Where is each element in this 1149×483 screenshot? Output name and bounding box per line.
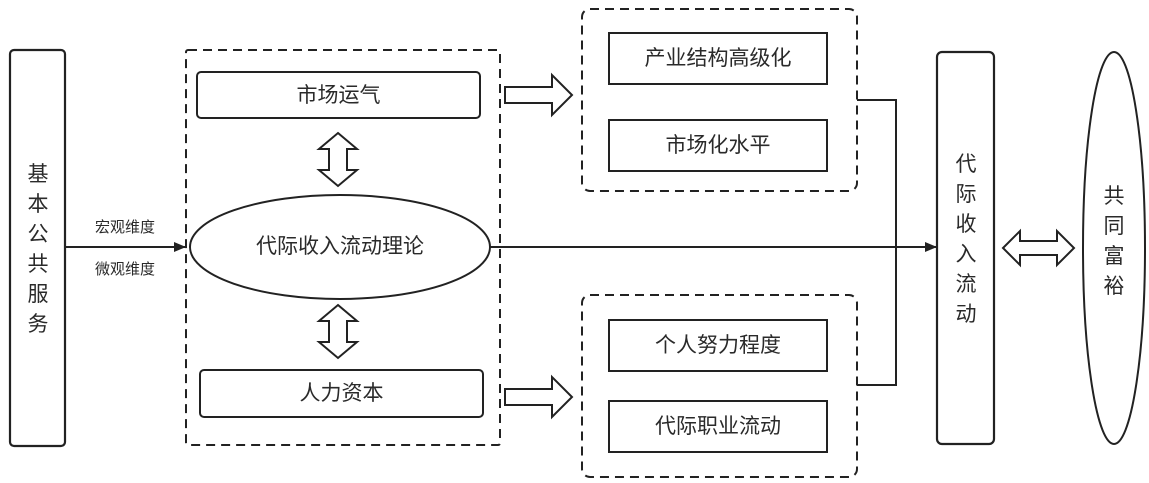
- char: 收: [955, 212, 977, 236]
- char: 本: [27, 192, 49, 216]
- hollow-arrow-lower: [504, 374, 574, 420]
- char: 同: [1103, 214, 1125, 238]
- personal-effort-box: [608, 319, 828, 372]
- industrial-upgrade-label: 产业结构高级化: [644, 46, 792, 70]
- char: 代: [955, 152, 977, 176]
- common-prosperity-ellipse: [1082, 51, 1146, 445]
- char: 入: [955, 242, 977, 266]
- double-arrow-horizontal: [1001, 228, 1076, 268]
- char: 共: [27, 252, 49, 276]
- occupational-mobility-label: 代际职业流动: [655, 414, 781, 438]
- human-capital-box: [199, 369, 484, 418]
- theory-group-dashed-frame: [185, 49, 501, 446]
- human-capital-label: 人力资本: [299, 381, 384, 405]
- personal-effort-label: 个人努力程度: [655, 333, 781, 357]
- edge-label-macro: 宏观维度: [94, 218, 155, 236]
- char: 共: [1103, 184, 1125, 208]
- char: 裕: [1103, 274, 1125, 298]
- industrial-upgrade-box: [608, 32, 828, 85]
- occupational-mobility-box: [608, 400, 828, 453]
- intergenerational-income-mobility-label: 代 际 收 入 流 动: [951, 149, 981, 329]
- char: 流: [955, 272, 977, 296]
- char: 基: [27, 162, 49, 186]
- theory-label: 代际收入流动理论: [256, 234, 424, 258]
- market-luck-box: [196, 71, 481, 119]
- double-arrow-top: [316, 131, 360, 188]
- market-luck-label: 市场运气: [296, 83, 381, 107]
- char: 际: [955, 182, 977, 206]
- common-prosperity-label: 共 同 富 裕: [1099, 181, 1129, 301]
- basic-public-services-label: 基 本 公 共 服 务: [23, 159, 53, 339]
- char: 务: [27, 312, 49, 336]
- char: 公: [27, 222, 49, 246]
- char: 富: [1103, 244, 1125, 268]
- edge-label-micro: 微观维度: [94, 260, 155, 278]
- char: 服: [27, 282, 49, 306]
- upper-connector-line: [857, 99, 897, 386]
- double-arrow-bottom: [316, 303, 360, 360]
- intergenerational-income-mobility-box: [935, 50, 996, 446]
- char: 动: [955, 302, 977, 326]
- hollow-arrow-upper: [504, 72, 574, 118]
- marketization-box: [608, 119, 828, 172]
- marketization-label: 市场化水平: [665, 133, 771, 157]
